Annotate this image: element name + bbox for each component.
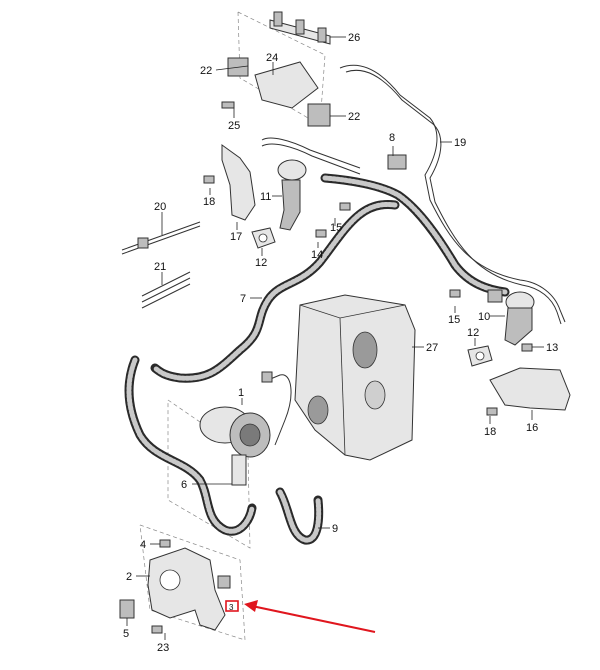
bolts bbox=[151, 175, 533, 634]
heat-shield-16 bbox=[489, 367, 571, 411]
label-26: 26 bbox=[348, 32, 360, 44]
label-12-right: 12 bbox=[467, 327, 479, 339]
label-21: 21 bbox=[154, 261, 166, 273]
label-3: 3 bbox=[229, 603, 234, 612]
label-23: 23 bbox=[157, 642, 169, 654]
label-13: 13 bbox=[546, 342, 558, 354]
highlighted-part-box bbox=[225, 600, 239, 612]
label-22-bottom: 22 bbox=[348, 111, 360, 123]
label-10: 10 bbox=[478, 311, 490, 323]
label-27: 27 bbox=[426, 342, 438, 354]
label-19: 19 bbox=[454, 137, 466, 149]
red-arrow-icon bbox=[244, 600, 376, 633]
bracket-17 bbox=[221, 144, 256, 221]
label-15-right: 15 bbox=[448, 314, 460, 326]
label-4: 4 bbox=[140, 539, 146, 551]
label-11: 11 bbox=[260, 191, 271, 203]
label-9: 9 bbox=[332, 523, 338, 535]
valve-bracket-assembly bbox=[221, 11, 331, 127]
label-8: 8 bbox=[389, 132, 395, 144]
label-17: 17 bbox=[230, 231, 242, 243]
hose-9 bbox=[275, 487, 324, 545]
part-5 bbox=[119, 599, 135, 619]
label-1: 1 bbox=[238, 387, 244, 399]
label-25: 25 bbox=[228, 120, 240, 132]
cable-tie-21 bbox=[141, 271, 191, 309]
label-16: 16 bbox=[526, 422, 538, 434]
sensor-8 bbox=[387, 154, 407, 170]
label-22-top: 22 bbox=[200, 65, 212, 77]
label-12-left: 12 bbox=[255, 257, 267, 269]
label-18-right: 18 bbox=[484, 426, 496, 438]
label-18-left: 18 bbox=[203, 196, 215, 208]
label-6: 6 bbox=[181, 479, 187, 491]
air-filter-housing-27 bbox=[294, 294, 416, 461]
bracket-2 bbox=[147, 547, 231, 631]
label-5: 5 bbox=[123, 628, 129, 640]
valve-11 bbox=[261, 137, 361, 231]
label-7: 7 bbox=[240, 293, 246, 305]
label-14: 14 bbox=[311, 249, 323, 261]
gasket-12-right bbox=[467, 345, 493, 367]
hose-7 bbox=[150, 173, 510, 383]
gasket-12-left bbox=[251, 227, 276, 249]
secondary-air-pump-1 bbox=[199, 371, 292, 486]
label-24: 24 bbox=[266, 52, 278, 64]
cable-tie-20 bbox=[121, 221, 201, 255]
valve-10 bbox=[487, 289, 535, 346]
hose-6 bbox=[124, 355, 257, 536]
pipe-line bbox=[339, 64, 566, 325]
leader-lines bbox=[126, 36, 544, 640]
label-15-top: 15 bbox=[330, 222, 342, 234]
label-2: 2 bbox=[126, 571, 132, 583]
label-20: 20 bbox=[154, 201, 166, 213]
